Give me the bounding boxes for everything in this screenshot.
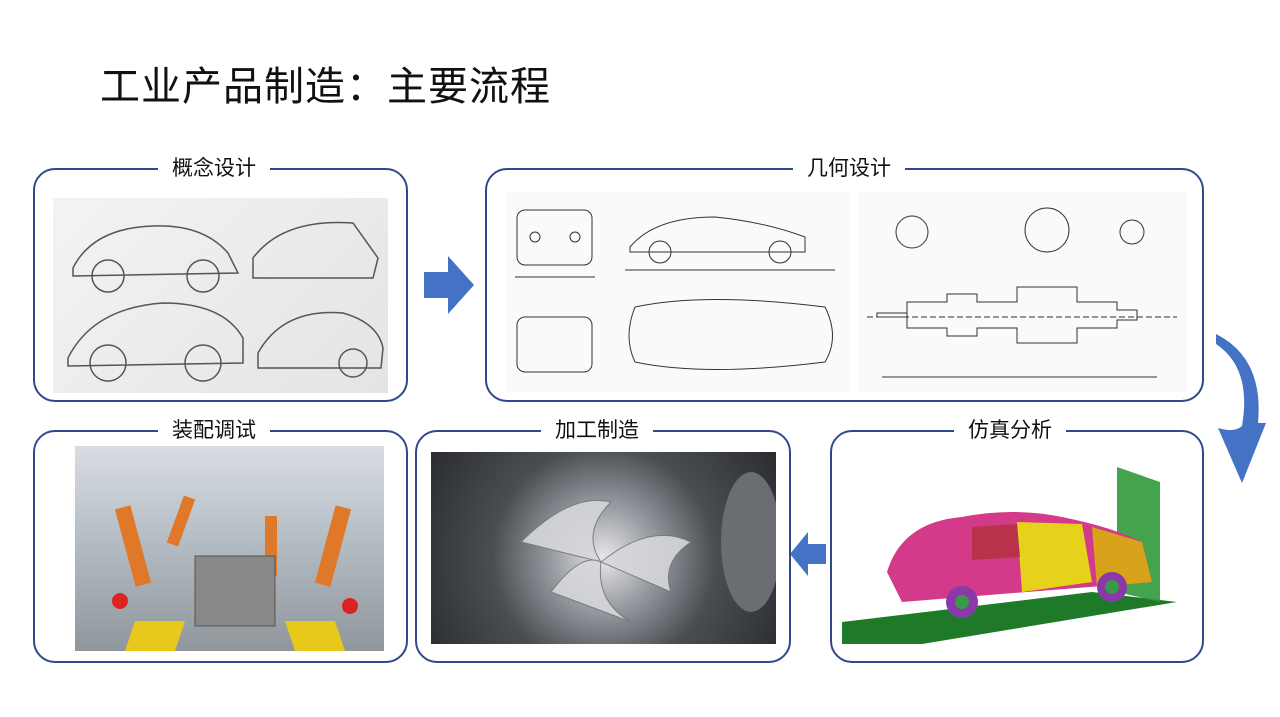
step-label: 概念设计	[158, 152, 270, 184]
step-label: 仿真分析	[954, 414, 1066, 446]
step-concept-design: 概念设计	[33, 152, 408, 402]
arrow-left-icon	[790, 532, 826, 576]
concept-sketch-image	[53, 198, 388, 393]
shaft-drawing-image	[857, 192, 1187, 392]
step-label: 加工制造	[541, 414, 653, 446]
assembly-line-image	[75, 446, 384, 651]
curved-arrow-down-icon	[1216, 334, 1266, 483]
car-model-icon	[842, 467, 1177, 644]
shaft-blueprint-icon	[867, 207, 1177, 378]
step-geometric-design: 几何设计	[485, 152, 1204, 402]
robot-arm-icon	[112, 495, 358, 651]
arrow-right-icon	[424, 256, 474, 314]
simulation-image	[842, 452, 1187, 644]
impeller-icon	[520, 472, 776, 623]
machining-image	[431, 452, 776, 644]
step-simulation-analysis: 仿真分析	[830, 414, 1204, 663]
step-label: 几何设计	[793, 152, 905, 184]
car-drawing-image	[505, 192, 850, 392]
slide-title: 工业产品制造：主要流程	[100, 64, 551, 110]
car-blueprint-icon	[515, 209, 835, 373]
car-sketch-icon	[67, 221, 384, 382]
step-label: 装配调试	[158, 414, 270, 446]
step-assembly-debugging: 装配调试	[33, 414, 408, 663]
step-machining: 加工制造	[415, 414, 791, 663]
